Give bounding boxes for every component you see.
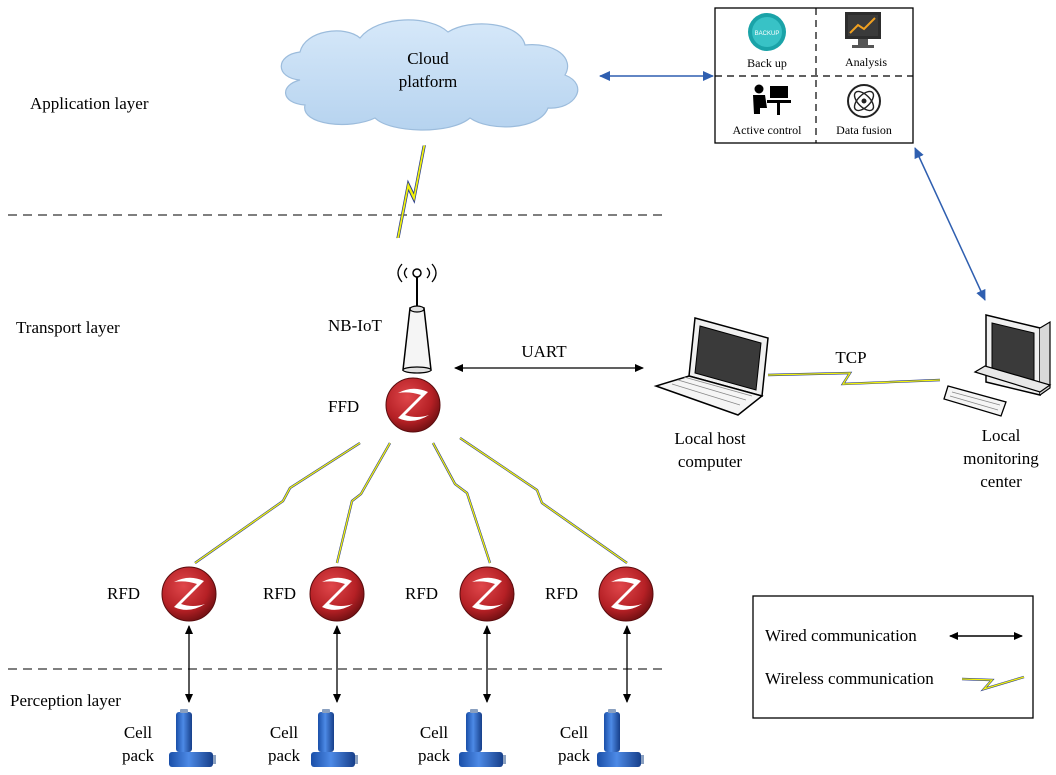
cell-label-line1: Cell <box>124 723 153 742</box>
nb-iot-label: NB-IoT <box>328 316 382 335</box>
battery-cell-icon <box>597 709 644 767</box>
monitor-label-line3: center <box>980 472 1022 491</box>
analysis-chart-icon <box>845 12 881 48</box>
data-fusion-label: Data fusion <box>836 123 892 137</box>
legend-box <box>752 595 1034 719</box>
nb-iot-antenna-icon <box>397 263 437 374</box>
rfd-label: RFD <box>545 584 578 603</box>
battery-cell-icon <box>311 709 358 767</box>
ffd-rfd-wireless-links <box>194 437 628 564</box>
cloud-nbiot-wireless-link <box>390 145 432 239</box>
cell-label-line1: Cell <box>420 723 449 742</box>
monitor-label-line2: monitoring <box>963 449 1039 468</box>
cell-label-line1: Cell <box>560 723 589 742</box>
transport-layer-label: Transport layer <box>16 318 120 337</box>
rfd-label: RFD <box>263 584 296 603</box>
rfd-label: RFD <box>405 584 438 603</box>
cell-label-line2: pack <box>268 746 301 765</box>
cell-label-line2: pack <box>122 746 155 765</box>
cloud-label-line2: platform <box>399 72 458 91</box>
rfd-zigbee-icon <box>161 566 217 622</box>
perception-layer-label: Perception layer <box>10 691 121 710</box>
uart-label: UART <box>521 342 567 361</box>
cell-label-line2: pack <box>418 746 451 765</box>
data-fusion-atom-icon <box>847 84 881 118</box>
rfd-zigbee-icon <box>309 566 365 622</box>
cloud-icon <box>280 19 579 131</box>
rfd-node: RFD Cell pack <box>263 566 365 767</box>
legend-wired-label: Wired communication <box>765 626 917 645</box>
backup-label: Back up <box>747 56 787 70</box>
rfd-label: RFD <box>107 584 140 603</box>
battery-cell-icon <box>459 709 506 767</box>
desktop-computer-icon <box>943 314 1052 417</box>
legend-wireless-bolt <box>961 675 1025 692</box>
active-control-label: Active control <box>733 123 803 137</box>
backup-icon: BACKUP <box>748 13 786 51</box>
rfd-node: RFD Cell pack <box>107 566 217 767</box>
ffd-label: FFD <box>328 397 359 416</box>
rfd-node: RFD Cell pack <box>545 566 654 767</box>
ffd-zigbee-icon <box>385 377 441 433</box>
tcp-label: TCP <box>835 348 866 367</box>
cell-label-line2: pack <box>558 746 591 765</box>
rfd-zigbee-icon <box>598 566 654 622</box>
host-label-line1: Local host <box>674 429 746 448</box>
rfd-zigbee-icon <box>459 566 515 622</box>
legend-wireless-label: Wireless communication <box>765 669 934 688</box>
laptop-icon <box>653 317 769 416</box>
battery-cell-icon <box>169 709 216 767</box>
host-label-line2: computer <box>678 452 743 471</box>
monitor-label-line1: Local <box>982 426 1021 445</box>
app-monitor-link <box>914 147 986 301</box>
application-layer-label: Application layer <box>30 94 149 113</box>
tcp-wireless-link <box>767 371 941 386</box>
backup-icon-text: BACKUP <box>755 31 780 37</box>
cloud-label-line1: Cloud <box>407 49 449 68</box>
cell-label-line1: Cell <box>270 723 299 742</box>
rfd-node: RFD Cell pack <box>405 566 515 767</box>
analysis-label: Analysis <box>845 55 887 69</box>
person-at-computer-icon <box>753 84 791 115</box>
